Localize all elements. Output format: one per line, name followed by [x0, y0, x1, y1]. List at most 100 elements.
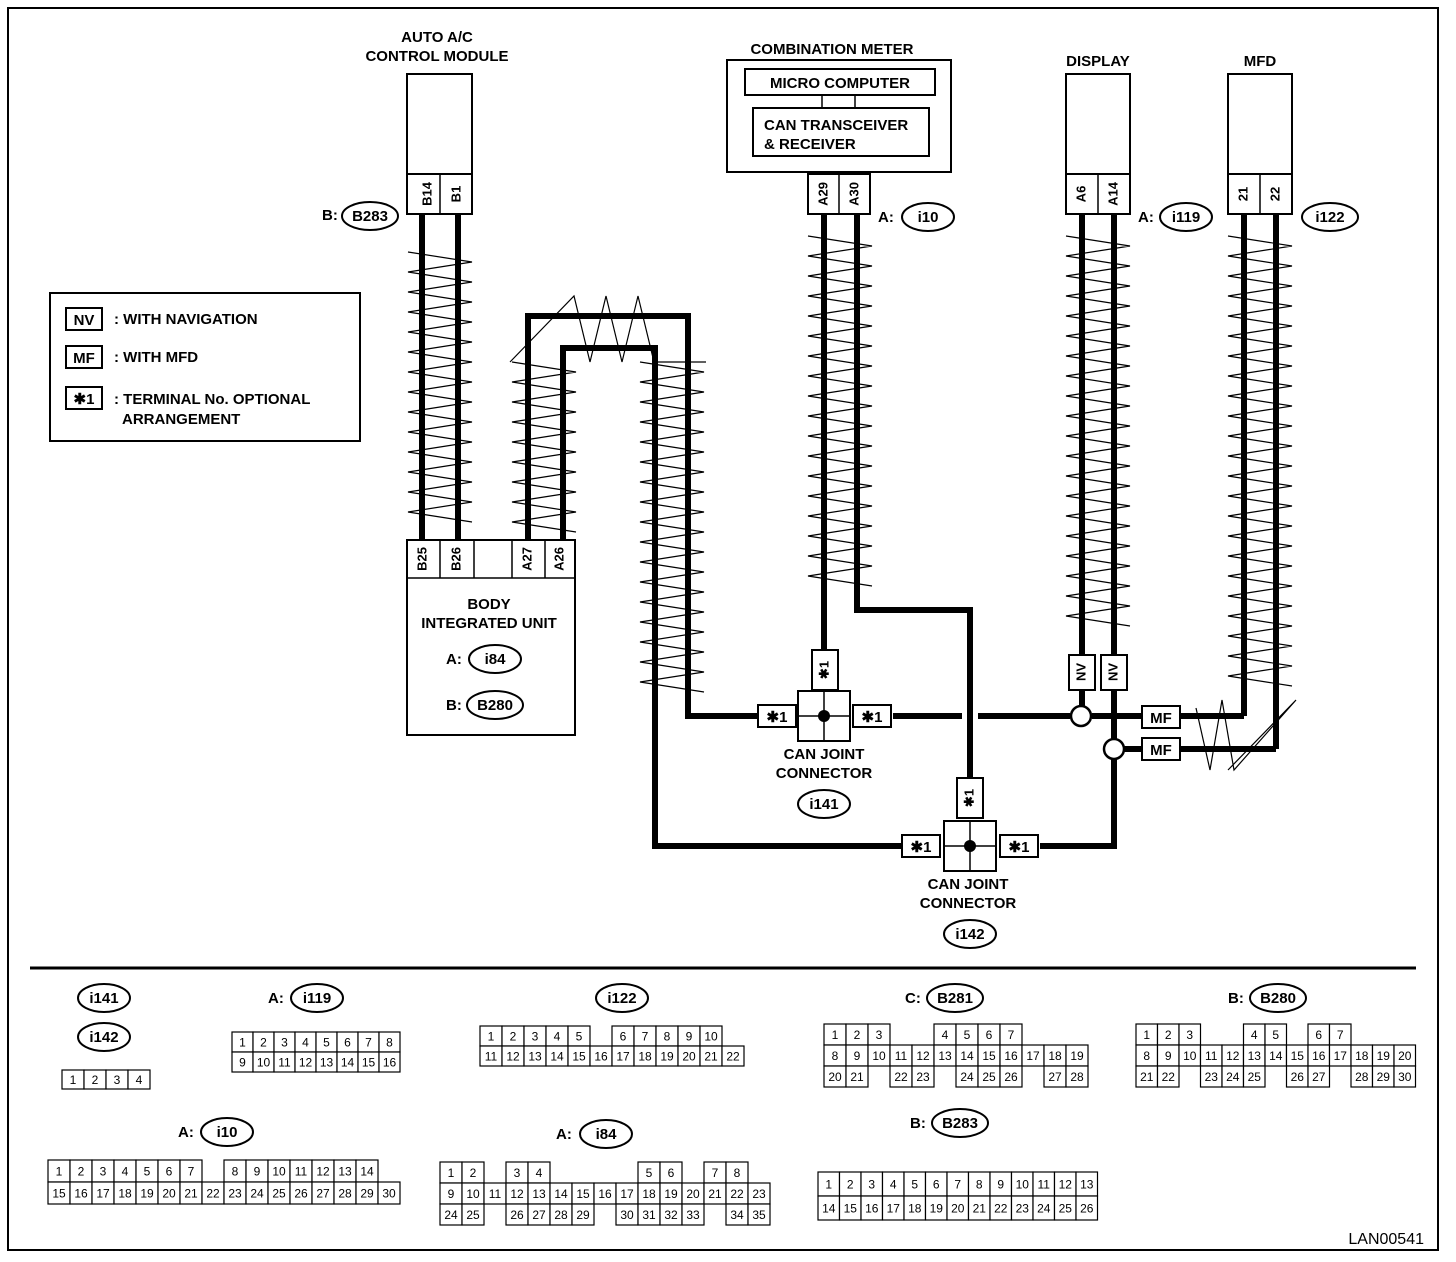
pin-number: 1 [448, 1166, 455, 1180]
pin-number: 2 [78, 1165, 85, 1179]
pin-cell [721, 1045, 745, 1067]
face-i10-id: i10 [217, 1124, 238, 1141]
pin-number: 1 [56, 1165, 63, 1179]
diagram-code: LAN00541 [1348, 1231, 1424, 1248]
pin-number: 15 [576, 1187, 590, 1201]
legend-opt-text-2: ARRANGEMENT [122, 411, 240, 428]
pin-number: 18 [118, 1187, 132, 1201]
pin-number: 5 [1272, 1028, 1279, 1042]
display-conn-prefix: A: [1138, 209, 1154, 226]
pin-number: 19 [140, 1187, 154, 1201]
pin-number: 23 [1205, 1070, 1219, 1084]
pin-number: 7 [1008, 1028, 1015, 1042]
pin-number: 17 [1026, 1049, 1040, 1063]
terminal-b25: B25 [414, 547, 429, 571]
pin-number: 3 [514, 1166, 521, 1180]
pin-number: 21 [704, 1050, 718, 1064]
face-i142-id: i142 [89, 1029, 118, 1046]
pin-number: 11 [278, 1056, 291, 1070]
pin-number: 7 [365, 1036, 372, 1050]
pin-number: 8 [386, 1036, 393, 1050]
pin-number: 9 [686, 1030, 693, 1044]
pin-number: 4 [890, 1178, 897, 1192]
can-transceiver-label-1: CAN TRANSCEIVER [764, 117, 908, 134]
pin-number: 1 [1143, 1028, 1150, 1042]
pin-number: 10 [272, 1165, 286, 1179]
pin-number: 30 [1398, 1070, 1412, 1084]
pin-number: 15 [982, 1049, 996, 1063]
pin-number: 19 [660, 1050, 674, 1064]
pin-cell [681, 1203, 705, 1226]
pin-number: 7 [188, 1165, 195, 1179]
can-transceiver-label-2: & RECEIVER [764, 136, 856, 153]
pin-number: 25 [982, 1070, 996, 1084]
pin-number: 3 [868, 1178, 875, 1192]
terminal-a6: A6 [1073, 186, 1088, 203]
pin-number: 9 [239, 1056, 246, 1070]
auto-ac-title-1: AUTO A/C [401, 29, 473, 46]
pin-number: 7 [712, 1166, 719, 1180]
pin-number: 10 [466, 1187, 480, 1201]
pin-number: 17 [887, 1202, 901, 1216]
pin-number: 19 [930, 1202, 944, 1216]
pin-number: 20 [682, 1050, 696, 1064]
joint2-top-opt: ✱1 [961, 789, 976, 807]
pin-number: 16 [865, 1202, 879, 1216]
pin-number: 17 [1334, 1049, 1348, 1063]
pin-number: 22 [206, 1187, 220, 1201]
body-conn-a-prefix: A: [446, 651, 462, 668]
pin-number: 10 [1183, 1049, 1197, 1063]
can-joint-connector-i141: ✱1 ✱1 ✱1 CAN JOINT CONNECTOR i141 [757, 649, 892, 819]
joint1-left-opt: ✱1 [767, 709, 788, 726]
display-title: DISPLAY [1066, 53, 1130, 70]
pin-number: 26 [1080, 1202, 1094, 1216]
pin-number: 7 [642, 1030, 649, 1044]
legend-nv-tag: NV [74, 312, 95, 329]
mf-tag-22: MF [1150, 742, 1172, 759]
face-i122-id: i122 [607, 990, 636, 1007]
pin-number: 12 [510, 1187, 524, 1201]
pin-number: 25 [272, 1187, 286, 1201]
pin-cell [1156, 1065, 1180, 1088]
legend: NV : WITH NAVIGATION MF : WITH MFD ✱1 : … [49, 292, 361, 442]
pin-number: 2 [510, 1030, 517, 1044]
terminal-a30: A30 [846, 182, 861, 206]
pin-number: 13 [532, 1187, 546, 1201]
pin-number: 22 [994, 1202, 1008, 1216]
pin-number: 9 [448, 1187, 455, 1201]
body-unit-title-2: INTEGRATED UNIT [421, 615, 557, 632]
terminal-a14: A14 [1105, 181, 1120, 206]
diagram-frame [7, 7, 1439, 1251]
face-i141-id: i141 [89, 990, 118, 1007]
terminal-b14: B14 [419, 181, 434, 206]
pin-number: 14 [341, 1056, 355, 1070]
pin-number: 21 [850, 1070, 864, 1084]
pin-number: 19 [664, 1187, 678, 1201]
pin-number: 2 [854, 1028, 861, 1042]
meter-title: COMBINATION METER [750, 41, 913, 58]
pin-number: 20 [1398, 1049, 1412, 1063]
mf-tag-21: MF [1150, 710, 1172, 727]
pin-number: 28 [554, 1208, 568, 1222]
pin-number: 17 [616, 1050, 630, 1064]
terminal-a26: A26 [551, 547, 566, 571]
pin-number: 3 [281, 1036, 288, 1050]
pin-number: 1 [70, 1073, 77, 1087]
mfd-unit: MFD 21 22 i122 [1227, 53, 1359, 232]
face-b281-prefix: C: [905, 990, 921, 1007]
face-b283-prefix: B: [910, 1115, 926, 1132]
pin-number: 30 [382, 1187, 396, 1201]
pin-cell [747, 1203, 771, 1226]
micro-computer-label: MICRO COMPUTER [770, 75, 910, 92]
pin-number: 15 [572, 1050, 586, 1064]
pin-number: 20 [828, 1070, 842, 1084]
pin-number: 3 [532, 1030, 539, 1044]
pin-number: 33 [686, 1208, 700, 1222]
pin-number: 18 [908, 1202, 922, 1216]
pin-number: 3 [100, 1165, 107, 1179]
pin-number: 16 [598, 1187, 612, 1201]
terminal-a27: A27 [519, 547, 534, 571]
joint1-label-1: CAN JOINT [784, 746, 865, 763]
